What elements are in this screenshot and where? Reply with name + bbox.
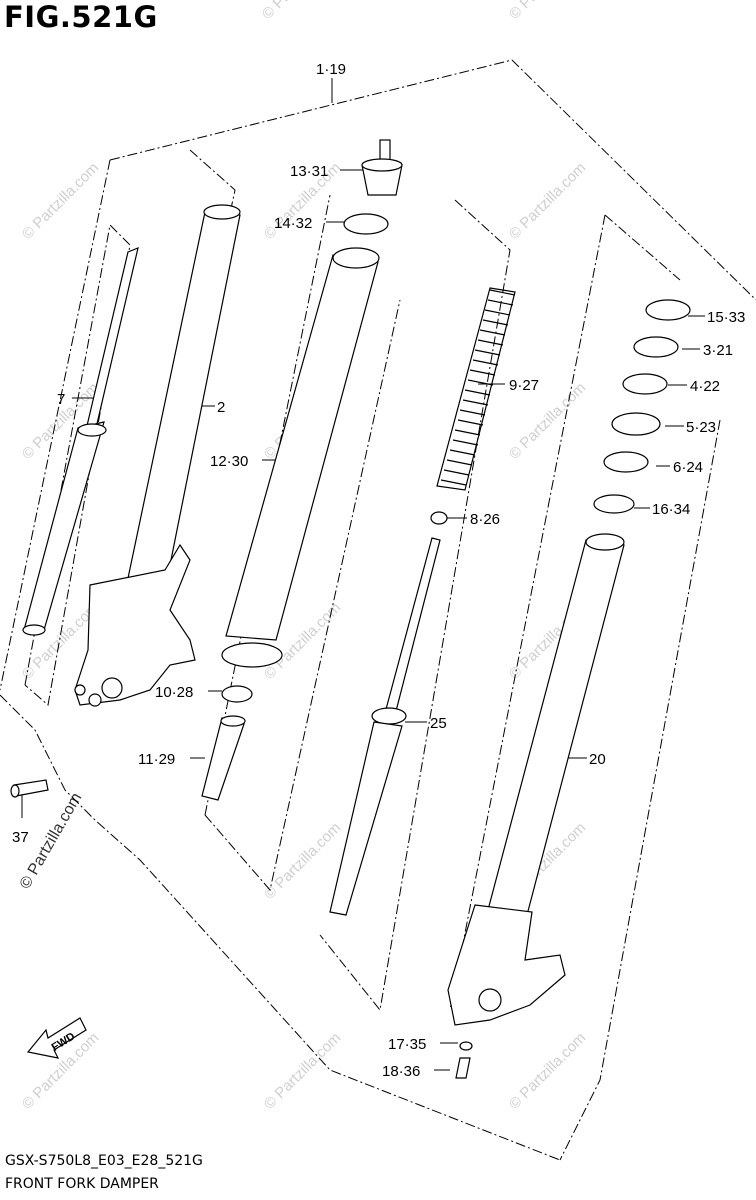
label-14: 14·32 [274, 215, 312, 232]
label-16: 16·34 [652, 501, 690, 518]
part-5-clip [611, 412, 661, 436]
watermark: © Partzilla.com [261, 819, 344, 902]
part-7-inner-tube [22, 247, 139, 636]
part-4-oil-seal [622, 373, 668, 395]
watermark: © Partzilla.com [506, 159, 589, 242]
label-12: 12·30 [210, 453, 248, 470]
label-10: 10·28 [155, 684, 193, 701]
label-37: 37 [12, 829, 29, 846]
label-7: 7 [57, 391, 65, 408]
part-8-nut [430, 511, 448, 525]
figure-title: FIG.521G [4, 0, 158, 34]
label-1: 1·19 [316, 61, 346, 78]
part-17-washer [459, 1041, 473, 1051]
label-17: 17·35 [388, 1036, 426, 1053]
part-11-cylinder [201, 715, 246, 801]
part-labels: 1·19 13·31 14·32 7 2 12·30 9·27 8·26 15·… [12, 61, 745, 1080]
part-6-dust-seal [603, 451, 649, 473]
label-18: 18·36 [382, 1063, 420, 1080]
part-9-spring [436, 287, 516, 491]
part-14-o-ring [343, 213, 389, 235]
label-11: 11·29 [138, 751, 175, 768]
part-12-inner-tube [221, 247, 380, 668]
part-16-bushing [593, 494, 635, 514]
part-15-bushing [645, 299, 691, 321]
label-6: 6·24 [673, 459, 703, 476]
label-13: 13·31 [290, 163, 328, 180]
assembly-outline [0, 59, 756, 1161]
label-25: 25 [430, 715, 447, 732]
part-18-bolt [455, 1057, 471, 1079]
diagram-code: GSX-S750L8_E03_E28_521G [5, 1153, 203, 1169]
parts [10, 139, 691, 1079]
label-4: 4·22 [690, 378, 720, 395]
watermark: © Partzilla.com [259, 0, 342, 23]
watermark: © Partzilla.com [506, 1029, 589, 1112]
label-5: 5·23 [686, 419, 716, 436]
diagram-name: FRONT FORK DAMPER [5, 1176, 159, 1192]
part-25-damper-rod [329, 537, 441, 916]
watermark: © Partzilla.com [19, 159, 102, 242]
part-3-seal [633, 336, 679, 358]
label-2: 2 [217, 399, 225, 416]
fwd-arrow: FWD [26, 1017, 87, 1059]
part-2-outer-tube [74, 204, 241, 707]
part-13-cap-bolt [361, 139, 403, 196]
label-8: 8·26 [470, 511, 500, 528]
label-3: 3·21 [703, 342, 733, 359]
part-10-washer [221, 685, 253, 703]
part-20-outer-tube [447, 533, 625, 1026]
label-15: 15·33 [707, 309, 745, 326]
label-20: 20 [589, 751, 606, 768]
label-9: 9·27 [509, 377, 539, 394]
part-37-bolt [10, 779, 49, 798]
watermark: © Partzilla.com [506, 0, 589, 23]
